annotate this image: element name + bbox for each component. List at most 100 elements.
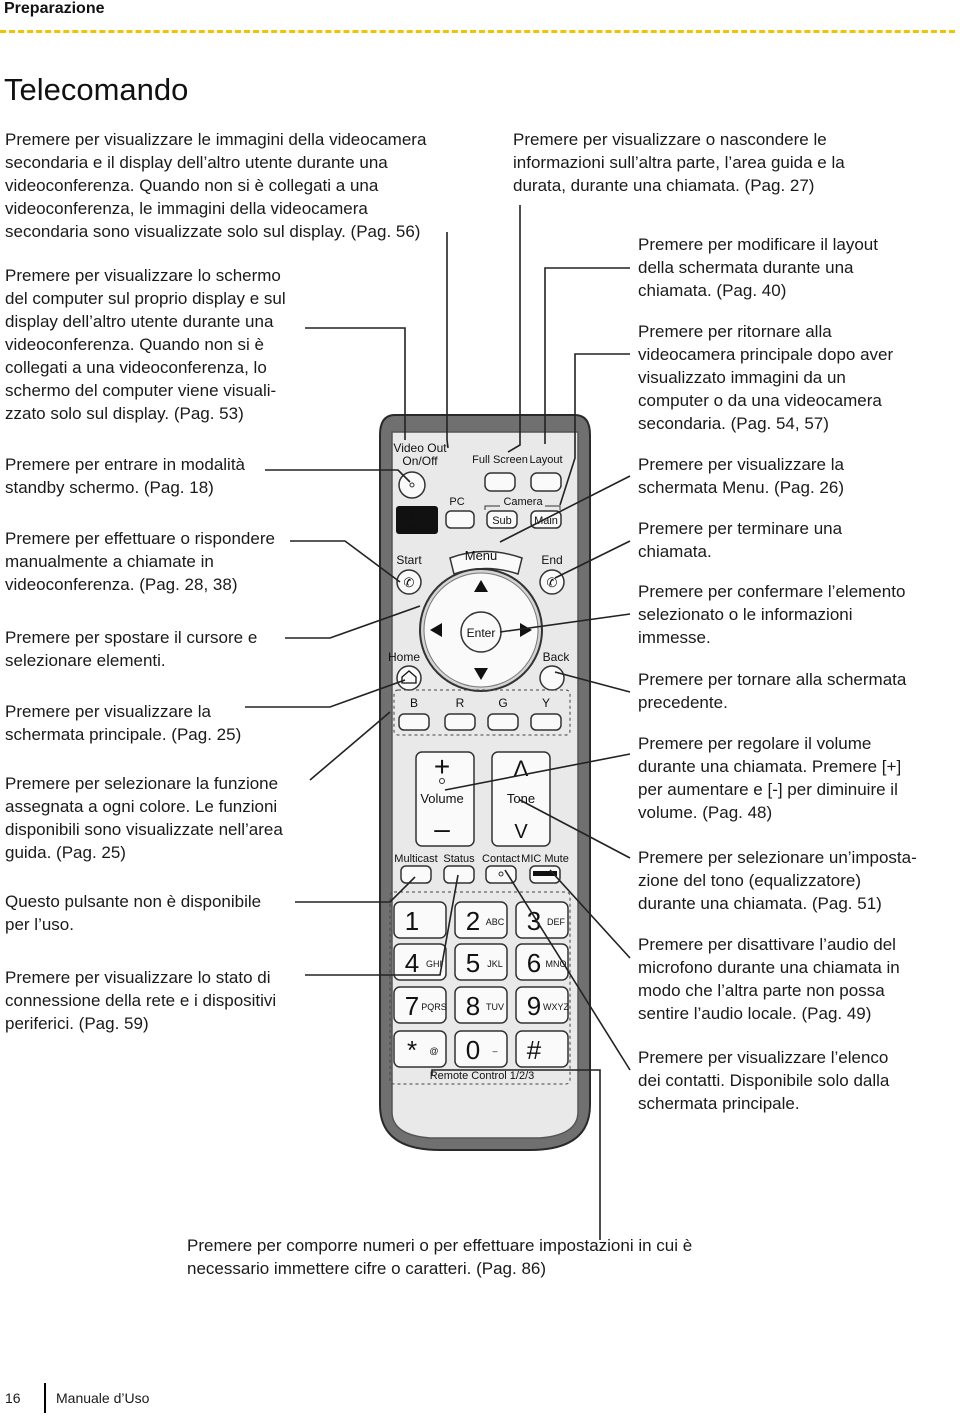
section-divider [0,30,955,33]
note-line: secondaria e il display dell’altro utent… [5,153,388,172]
layout-button[interactable] [530,472,562,492]
tone-rocker[interactable] [491,751,551,847]
note-line: videocamera principale dopo aver [638,345,894,364]
note-line: durante una chiamata. (Pag. 51) [638,894,882,913]
note-line: dei contatti. Disponibile solo dalla [638,1071,890,1090]
remote-model-label: Remote Control 1/2/3 [430,1070,535,1082]
note-line: secondaria sono visualizzate solo sul di… [5,222,421,241]
keypad-key-6[interactable] [515,943,569,981]
color-key-b[interactable] [398,713,430,731]
color-key-y[interactable] [530,713,562,731]
note-line: Questo pulsante non è disponibile [5,892,262,911]
keypad-letters: JKL [487,959,503,969]
video-out-label: On/Off [402,454,438,468]
note-line: della schermata durante una [638,258,854,277]
keypad-key-0[interactable] [454,1030,508,1068]
function-key-multicast[interactable] [400,865,432,884]
home-label: Home [388,650,420,664]
color-key-g[interactable] [487,713,519,731]
keypad-letters: ABC [486,917,505,927]
volume-rocker[interactable] [415,751,475,847]
note-line: Premere per visualizzare lo schermo [5,266,281,285]
color-key-label: R [456,696,465,710]
keypad-letters: DEF [547,917,566,927]
note-line: microfono durante una chiamata in [638,958,900,977]
note-line: computer o da una videocamera [638,391,882,410]
note-line: Premere per visualizzare la [5,702,211,721]
keypad-key-8[interactable] [454,986,508,1024]
note-line: connessione della rete e i dispositivi [5,991,277,1010]
back-button[interactable] [539,665,565,691]
hang-up-icon: ✆ [547,575,558,590]
keypad-key-7[interactable] [393,986,447,1024]
note-line: Premere per tornare alla schermata [638,670,907,689]
keypad-key-1[interactable] [393,901,447,939]
note-line: necessario immettere cifre o caratteri. … [187,1259,547,1278]
keypad-key-4[interactable] [393,943,447,981]
volume-label: Volume [420,791,463,806]
keypad-digit: 9 [527,991,541,1021]
function-key-status[interactable] [443,865,475,884]
keypad-digit: 4 [405,948,419,978]
layout-label: Layout [529,454,562,466]
note-line: collegati a una videoconferenza, lo [5,358,267,377]
video-source-label: Video [402,507,433,521]
keypad-letters: WXYZ [543,1002,570,1012]
start-label: Start [396,553,422,567]
keypad-key-2[interactable] [454,901,508,939]
home-button[interactable] [396,665,422,691]
main-label: Main [534,515,558,527]
keypad-digit: 6 [527,948,541,978]
pc-button[interactable] [445,510,475,529]
note-line: manualmente a chiamate in [5,552,214,571]
keypad-key-*[interactable] [393,1030,447,1068]
note-line: videoconferenza. Quando non si è [5,335,264,354]
keypad-key-3[interactable] [515,901,569,939]
camera-label: Camera [503,496,543,508]
note-line: Premere per entrare in modalità [5,455,246,474]
pc-label: PC [449,496,464,508]
color-key-r[interactable] [444,713,476,731]
keypad-key-#[interactable] [515,1030,569,1068]
left-note-3: Premere per entrare in modalità standby s… [5,453,245,499]
note-line: schermata principale. [638,1094,800,1113]
function-key-contact[interactable] [485,865,517,884]
left-note-7: Premere per selezionare la funzione asseg… [5,772,283,864]
sub-button[interactable] [486,510,518,529]
note-line: Premere per selezionare la funzione [5,774,279,793]
note-line: schermata Menu. (Pag. 26) [638,478,844,497]
note-line: modo che l’altra parte non possa [638,981,885,1000]
full-screen-button[interactable] [484,472,516,492]
note-line: standby schermo. (Pag. 18) [5,478,214,497]
enter-label: Enter [467,626,496,640]
keypad-group [389,891,571,1085]
note-line: Premere per visualizzare le immagini del… [5,130,427,149]
note-line: Premere per confermare l’elemento [638,582,906,601]
note-line: assegnata a ogni colore. Le funzioni [5,797,278,816]
leader-lines [245,205,631,1240]
note-line: Premere per selezionare un’imposta- [638,848,917,867]
keypad-key-9[interactable] [515,986,569,1024]
camera-bracket [484,505,500,510]
note-line: durata, durante una chiamata. (Pag. 27) [513,176,815,195]
note-line: chiamata. [638,542,712,561]
note-line: videoconferenza, le immagini della video… [5,199,368,218]
keypad-key-5[interactable] [454,943,508,981]
section-title: Preparazione [4,0,105,17]
note-line: Premere per regolare il volume [638,734,872,753]
note-line: Premere per comporre numeri o per effett… [187,1236,693,1255]
full-screen-label: Full Screen [472,454,528,466]
start-button[interactable] [396,569,422,595]
section-header: Preparazione [0,0,960,33]
arrow-right-icon [520,623,532,637]
